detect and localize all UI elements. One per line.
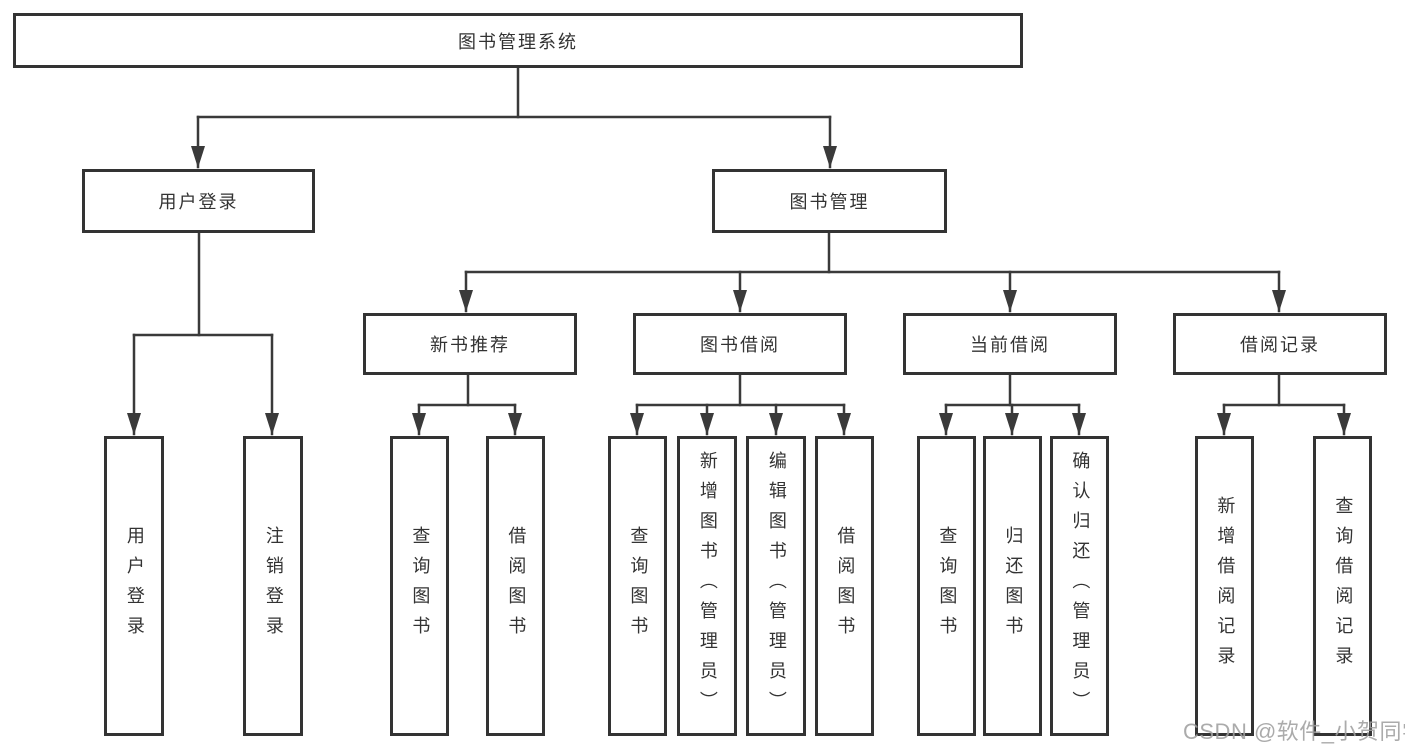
leaf-label: 借阅图书 — [835, 526, 856, 646]
leaf-query-borrow-record: 查询借阅记录 — [1313, 436, 1372, 736]
leaf-add-books-admin: 新增图书（管理员） — [677, 436, 737, 736]
node-label: 图书借阅 — [700, 335, 780, 355]
leaf-confirm-return-admin: 确认归还（管理员） — [1050, 436, 1109, 736]
leaf-label: 归还图书 — [1003, 526, 1024, 646]
leaf-logout: 注销登录 — [243, 436, 303, 736]
node-borrowing-records: 借阅记录 — [1173, 313, 1387, 375]
node-label: 新书推荐 — [430, 335, 510, 355]
leaf-label: 查询借阅记录 — [1333, 496, 1354, 676]
leaf-return-books: 归还图书 — [983, 436, 1042, 736]
connector-current-borrow-to-leaves — [939, 373, 1086, 436]
leaf-query-books-current: 查询图书 — [917, 436, 976, 736]
node-label: 用户登录 — [158, 192, 239, 212]
connector-book-management-to-level3 — [459, 231, 1286, 313]
connector-borrow-records-to-leaves — [1217, 373, 1351, 436]
connector-book-borrow-to-leaves — [630, 373, 851, 436]
connector-root-to-level2 — [191, 66, 837, 169]
leaf-label: 查询图书 — [410, 526, 431, 646]
leaf-borrow-books-recommend: 借阅图书 — [486, 436, 545, 736]
node-user-login: 用户登录 — [82, 169, 315, 233]
leaf-edit-books-admin: 编辑图书（管理员） — [746, 436, 806, 736]
leaf-user-login: 用户登录 — [104, 436, 164, 736]
leaf-label: 编辑图书（管理员） — [766, 451, 787, 721]
leaf-label: 注销登录 — [263, 526, 284, 646]
leaf-label: 查询图书 — [937, 526, 958, 646]
leaf-label: 新增图书（管理员） — [697, 451, 718, 721]
leaf-borrow-books: 借阅图书 — [815, 436, 874, 736]
leaf-label: 新增借阅记录 — [1215, 496, 1236, 676]
leaf-query-books-borrow: 查询图书 — [608, 436, 667, 736]
node-label: 图书管理系统 — [458, 31, 578, 52]
connector-user-login-to-leaves — [127, 230, 279, 436]
node-label: 图书管理 — [789, 192, 870, 212]
leaf-label: 借阅图书 — [506, 526, 527, 646]
leaf-add-borrow-record: 新增借阅记录 — [1195, 436, 1254, 736]
connector-new-book-to-leaves — [412, 373, 522, 436]
node-new-book-recommendation: 新书推荐 — [363, 313, 577, 375]
node-label: 当前借阅 — [970, 335, 1050, 355]
leaf-label: 确认归还（管理员） — [1070, 451, 1091, 721]
csdn-watermark: CSDN @软件_小贺同学 — [1183, 719, 1405, 744]
node-library-management-system: 图书管理系统 — [13, 13, 1023, 68]
node-book-management: 图书管理 — [712, 169, 947, 233]
leaf-query-books-recommend: 查询图书 — [390, 436, 449, 736]
leaf-label: 查询图书 — [628, 526, 649, 646]
node-book-borrowing: 图书借阅 — [633, 313, 847, 375]
leaf-label: 用户登录 — [124, 526, 145, 646]
node-label: 借阅记录 — [1240, 335, 1320, 355]
node-current-borrowing: 当前借阅 — [903, 313, 1117, 375]
